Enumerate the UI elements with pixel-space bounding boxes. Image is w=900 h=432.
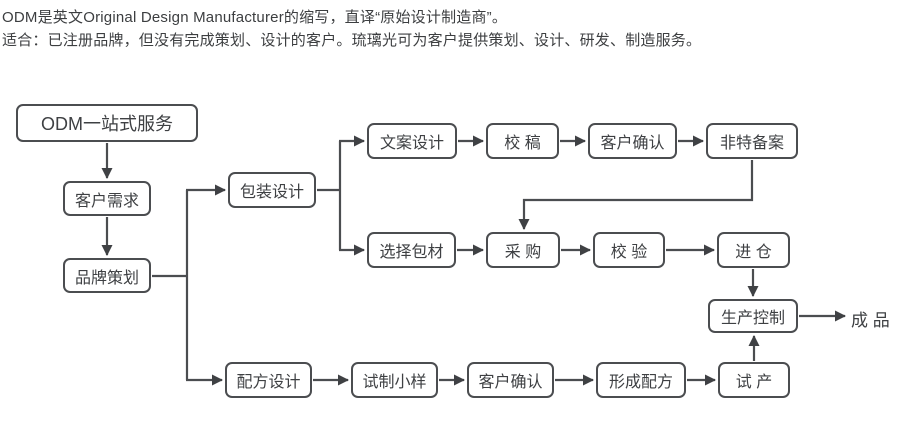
node-copy-design: 文案设计	[367, 123, 457, 159]
intro-text-line1: ODM是英文Original Design Manufacturer的缩写，直译…	[2, 9, 508, 26]
node-client-confirm-top: 客户确认	[588, 123, 677, 159]
node-trial-production: 试 产	[718, 362, 790, 398]
node-formula-formation: 形成配方	[596, 362, 686, 398]
node-packaging-design: 包装设计	[228, 172, 316, 208]
node-client-confirm-bottom: 客户确认	[467, 362, 554, 398]
node-packaging-material-selection: 选择包材	[367, 232, 456, 268]
node-warehousing: 进 仓	[717, 232, 790, 268]
label-finished-product: 成 品	[851, 311, 890, 330]
node-non-special-filing: 非特备案	[706, 123, 798, 159]
node-production-control: 生产控制	[708, 299, 798, 333]
node-purchasing: 采 购	[486, 232, 560, 268]
node-formula-design: 配方设计	[225, 362, 312, 398]
node-odm-one-stop-service: ODM一站式服务	[16, 104, 198, 142]
intro-text-line2: 适合：已注册品牌，但没有完成策划、设计的客户。琉璃光可为客户提供策划、设计、研发…	[2, 32, 702, 49]
node-proofreading: 校 稿	[486, 123, 559, 159]
node-brand-planning: 品牌策划	[63, 258, 151, 293]
node-trial-sample: 试制小样	[351, 362, 438, 398]
node-inspection: 校 验	[593, 232, 665, 268]
node-customer-needs: 客户需求	[63, 181, 151, 216]
